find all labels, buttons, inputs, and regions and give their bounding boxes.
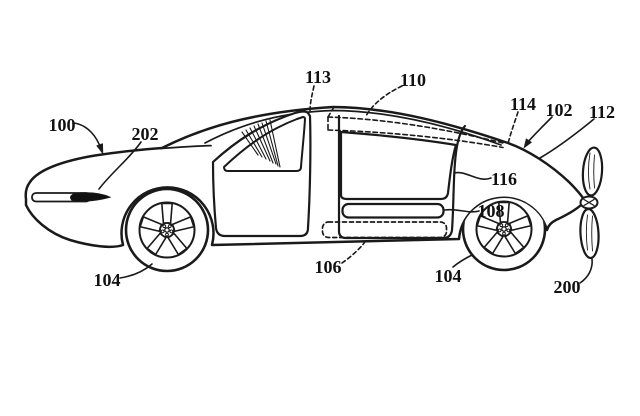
label-104-front: 104 — [94, 270, 121, 290]
label-106: 106 — [315, 257, 342, 277]
label-108: 108 — [478, 201, 505, 221]
leader-200 — [579, 258, 593, 284]
propeller-bottom-blade-detail — [585, 214, 593, 252]
propeller-top-blade-detail — [588, 152, 595, 190]
hidden-roof-structure-dashes — [327, 106, 504, 149]
leader-100 — [73, 122, 102, 150]
leader-104-rear — [452, 254, 473, 268]
front-sensor-pod — [70, 192, 112, 203]
propeller-top-blade — [581, 146, 604, 197]
label-110: 110 — [400, 70, 426, 90]
leader-102 — [526, 116, 553, 144]
leader-112 — [539, 118, 595, 159]
rear-door-window — [339, 130, 458, 201]
label-100: 100 — [49, 115, 76, 135]
propeller-hub-detail — [583, 198, 595, 207]
leader-100-arrowhead — [96, 143, 104, 155]
leader-113 — [309, 85, 315, 112]
leader-106 — [341, 238, 368, 264]
label-104-rear: 104 — [435, 266, 462, 286]
window-reflection-hatch — [241, 119, 281, 168]
label-102: 102 — [546, 100, 573, 120]
leader-lines — [73, 85, 595, 284]
reference-labels: 100 202 113 110 114 102 112 116 108 106 … — [49, 67, 616, 297]
leader-110 — [365, 85, 403, 117]
label-200: 200 — [554, 277, 581, 297]
leader-116 — [453, 171, 492, 180]
hidden-component-106-rect — [321, 221, 448, 239]
leader-202 — [98, 141, 142, 190]
leader-108 — [444, 208, 480, 213]
label-113: 113 — [305, 67, 331, 87]
propeller — [579, 146, 604, 260]
car-body — [24, 105, 587, 249]
leader-114 — [507, 111, 519, 145]
leader-104-front — [119, 263, 153, 279]
label-202: 202 — [132, 124, 159, 144]
cowl-line — [159, 144, 212, 150]
label-114: 114 — [510, 94, 536, 114]
leader-102-arrowhead — [523, 138, 532, 149]
roof-inner-line — [204, 109, 502, 146]
propeller-bottom-blade — [579, 207, 600, 260]
label-112: 112 — [589, 102, 615, 122]
component-108-rect — [341, 202, 445, 219]
front-wheel — [124, 187, 210, 273]
label-116: 116 — [491, 169, 517, 189]
front-door-window — [223, 116, 306, 172]
